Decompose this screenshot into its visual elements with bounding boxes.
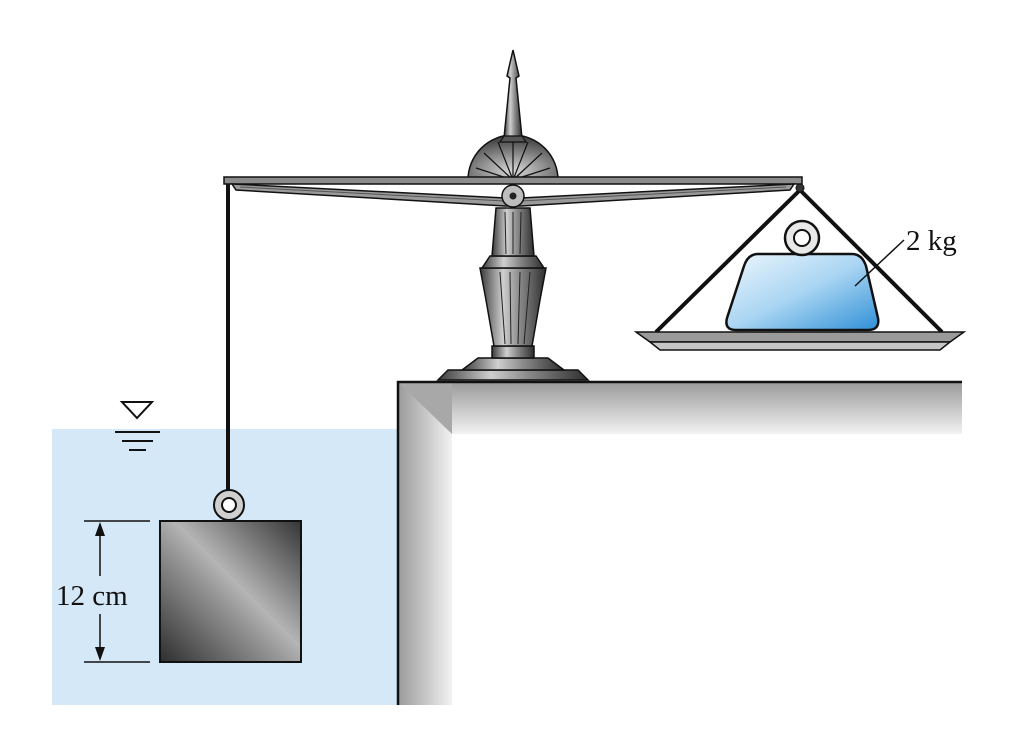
submerged-block [159,520,302,663]
pan-hanger [654,183,944,334]
block-height-dimension [84,520,150,663]
scale-column [479,207,547,347]
counterweight [725,219,905,332]
ledge [396,380,962,705]
scale-base [436,345,590,381]
water-surface-triangle-icon [115,401,160,451]
cube-hook-ring-icon [213,489,245,521]
pivot-icon [501,184,525,208]
scale-dial [467,134,559,181]
scale-pointer [498,49,528,143]
block-height-label: 12 cm [56,580,128,612]
scale-pan [633,331,967,351]
counterweight-mass-label: 2 kg [906,225,957,257]
